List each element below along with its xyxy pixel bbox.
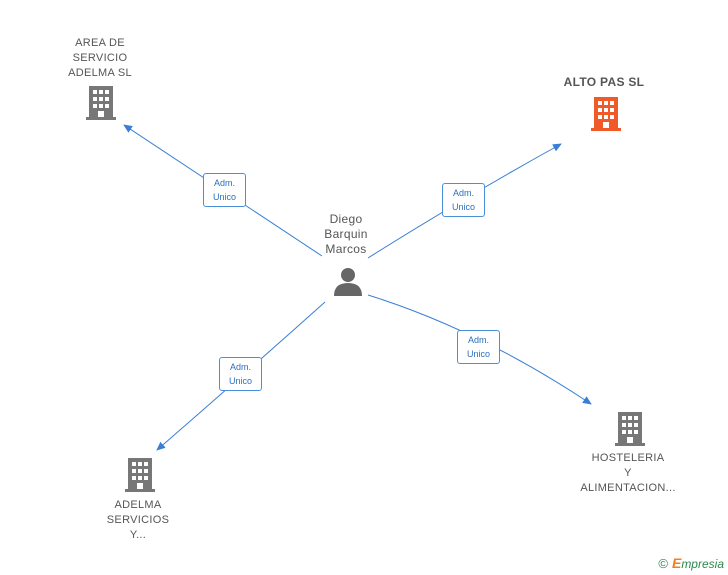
relation-label: Adm.	[213, 178, 235, 188]
person-name-line: Marcos	[325, 242, 367, 256]
person-name-line: Diego	[329, 212, 363, 226]
company-name-line: ALIMENTACION...	[580, 482, 676, 494]
building-icon[interactable]	[591, 97, 621, 131]
relation-label: Adm.	[452, 188, 474, 198]
relation-label: Adm.	[229, 362, 251, 372]
person-name[interactable]: Diego Barquin Marcos	[304, 212, 388, 257]
relation-badge[interactable]: Adm. Unico	[203, 173, 246, 207]
company-name[interactable]: ADELMA SERVICIOS Y...	[88, 498, 188, 543]
brand-logo-initial: E	[671, 555, 682, 571]
building-icon[interactable]	[615, 412, 645, 446]
relation-badge[interactable]: Adm. Unico	[457, 330, 500, 364]
building-icon[interactable]	[125, 458, 155, 492]
relation-label: Unico	[212, 192, 236, 202]
brand-logo-text: mpresia	[681, 557, 724, 571]
company-name-line: HOSTELERIA	[591, 452, 665, 464]
person-icon[interactable]	[333, 266, 363, 296]
relation-badge[interactable]: Adm. Unico	[442, 183, 485, 217]
relation-label: Unico	[228, 376, 252, 386]
relation-badge[interactable]: Adm. Unico	[219, 357, 262, 391]
brand-watermark: ©Empresia	[658, 555, 724, 571]
relation-label: Unico	[451, 202, 475, 212]
relation-label: Adm.	[467, 335, 489, 345]
company-name-line: AREA DE	[75, 37, 125, 49]
company-name-line: Y	[624, 467, 632, 479]
company-name-line: Y...	[129, 529, 147, 541]
company-name-line: ADELMA	[114, 499, 162, 511]
company-name[interactable]: ALTO PAS SL	[546, 75, 662, 90]
company-name-line: ADELMA SL	[68, 67, 132, 79]
company-name[interactable]: HOSTELERIA Y ALIMENTACION...	[572, 451, 684, 496]
building-icon[interactable]	[86, 86, 116, 120]
company-name[interactable]: AREA DE SERVICIO ADELMA SL	[50, 36, 150, 81]
copyright-icon: ©	[658, 556, 668, 571]
relation-label: Unico	[466, 349, 490, 359]
company-name-line: ALTO PAS SL	[563, 75, 645, 89]
company-name-line: SERVICIO	[72, 52, 128, 64]
company-name-line: SERVICIOS	[106, 514, 170, 526]
person-name-line: Barquin	[324, 227, 368, 241]
